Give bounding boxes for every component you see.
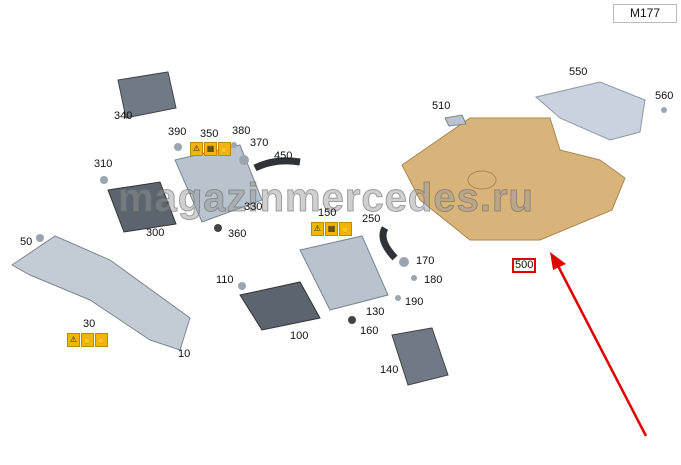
- mercedes-star-emblem: [467, 170, 497, 190]
- part-300[interactable]: [107, 181, 177, 233]
- callout-30[interactable]: 30: [83, 318, 96, 330]
- model-label: M177: [613, 4, 677, 23]
- part-250[interactable]: [379, 226, 398, 261]
- warning-triangle-icon: ⚠: [67, 333, 80, 347]
- manual-icon: ▦: [204, 142, 217, 156]
- callout-360[interactable]: 360: [228, 228, 247, 240]
- callout-190[interactable]: 190: [405, 296, 424, 308]
- callout-510[interactable]: 510: [432, 100, 451, 112]
- warning-triangle-icon: ⚠: [190, 142, 203, 156]
- callout-390[interactable]: 390: [168, 126, 187, 138]
- callout-560[interactable]: 560: [655, 90, 674, 102]
- callout-110[interactable]: 110: [216, 274, 234, 286]
- part-180[interactable]: [411, 275, 417, 281]
- hand-icon: ✋: [95, 333, 108, 347]
- callout-250[interactable]: 250: [362, 213, 381, 225]
- part-170[interactable]: [399, 257, 409, 267]
- callout-350[interactable]: 350: [200, 128, 219, 140]
- part-450[interactable]: [253, 157, 301, 172]
- watermark: magazinmercedes.ru: [118, 176, 534, 221]
- hand-icon: ✋: [81, 333, 94, 347]
- callout-50[interactable]: 50: [20, 236, 33, 248]
- part-100[interactable]: [239, 281, 321, 331]
- arrow-head: [550, 252, 566, 270]
- pointer-arrow: [554, 261, 648, 437]
- part-380[interactable]: [231, 142, 237, 148]
- callout-500-highlighted[interactable]: 500: [512, 258, 537, 273]
- part-560[interactable]: [661, 107, 667, 113]
- part-550[interactable]: [534, 81, 646, 141]
- part-340[interactable]: [117, 71, 177, 119]
- part-160[interactable]: [348, 316, 356, 324]
- part-390[interactable]: [174, 143, 182, 151]
- manual-icon: ▦: [325, 222, 338, 236]
- callout-330[interactable]: 330: [244, 201, 263, 213]
- callout-10[interactable]: 10: [178, 348, 191, 360]
- callout-180[interactable]: 180: [424, 274, 443, 286]
- part-190[interactable]: [395, 295, 401, 301]
- part-130[interactable]: [299, 235, 389, 311]
- callout-160[interactable]: 160: [360, 325, 379, 337]
- callout-310[interactable]: 310: [94, 158, 113, 170]
- part-310[interactable]: [100, 176, 108, 184]
- part-370[interactable]: [239, 155, 249, 165]
- part-10[interactable]: [11, 235, 191, 351]
- callout-300[interactable]: 300: [146, 227, 165, 239]
- callout-170[interactable]: 170: [416, 255, 435, 267]
- hand-icon: ✋: [218, 142, 231, 156]
- callout-550[interactable]: 550: [569, 66, 588, 78]
- warning-label-150: ⚠▦✋: [311, 222, 352, 236]
- hand-icon: ✋: [339, 222, 352, 236]
- callout-130[interactable]: 130: [366, 306, 385, 318]
- warning-label-350: ⚠▦✋: [190, 142, 231, 156]
- callout-150[interactable]: 150: [318, 207, 337, 219]
- part-500[interactable]: [401, 117, 626, 241]
- warning-label-30: ⚠✋✋: [67, 333, 108, 347]
- callout-450[interactable]: 450: [274, 150, 293, 162]
- part-50[interactable]: [36, 234, 44, 242]
- part-140[interactable]: [391, 327, 449, 386]
- callout-370[interactable]: 370: [250, 137, 269, 149]
- callout-140[interactable]: 140: [380, 364, 399, 376]
- callout-380[interactable]: 380: [232, 125, 251, 137]
- callout-100[interactable]: 100: [290, 330, 309, 342]
- part-360[interactable]: [214, 224, 222, 232]
- callout-340[interactable]: 340: [114, 110, 133, 122]
- part-110[interactable]: [238, 282, 246, 290]
- warning-triangle-icon: ⚠: [311, 222, 324, 236]
- part-510[interactable]: [444, 114, 467, 127]
